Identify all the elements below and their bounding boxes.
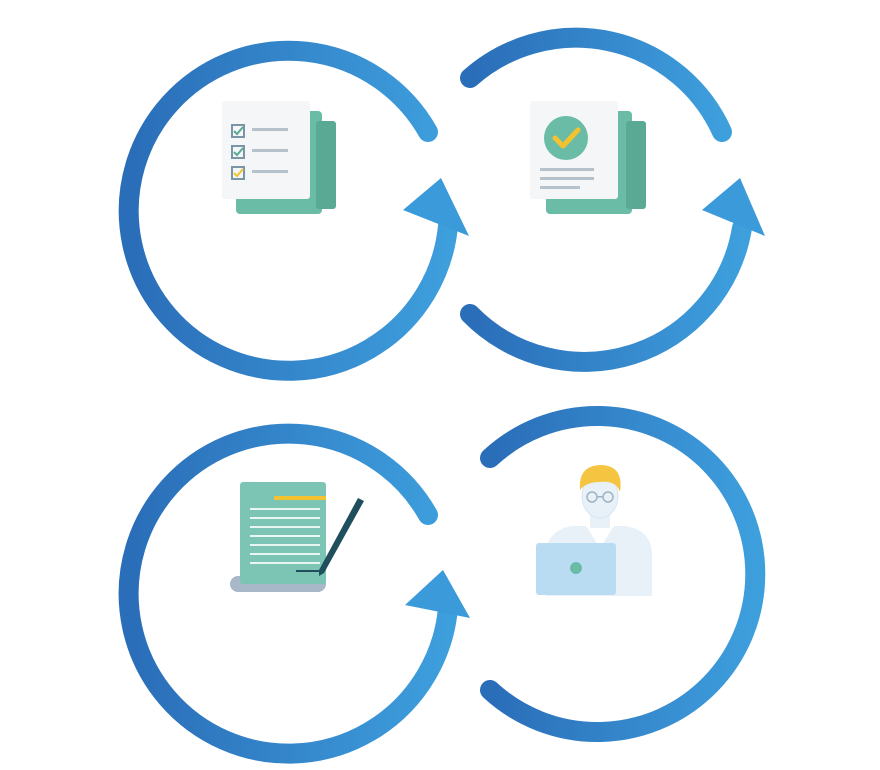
pen-icon [319,498,364,576]
loop-arc [480,406,766,742]
loop-arrow-arc-upper [460,27,732,142]
loop-arrow-head [405,570,470,618]
loop-arrow-head [702,178,765,236]
cycle-bottom-right [480,406,766,742]
loop-arrow-arc-lower [460,218,752,372]
scroll-and-pen-icon [230,482,364,592]
cycle-bottom-left [118,423,470,764]
cycle-top-right [460,27,765,372]
approved-document-icon [530,101,646,214]
loop-arrow-arc [118,40,458,381]
hair [579,465,621,492]
person-with-laptop-icon [536,465,652,596]
checklist-document-icon [222,101,336,214]
cycle-top-left [118,40,469,381]
loop-arrow-head [403,178,469,236]
loop-arrow-arc [118,423,458,764]
